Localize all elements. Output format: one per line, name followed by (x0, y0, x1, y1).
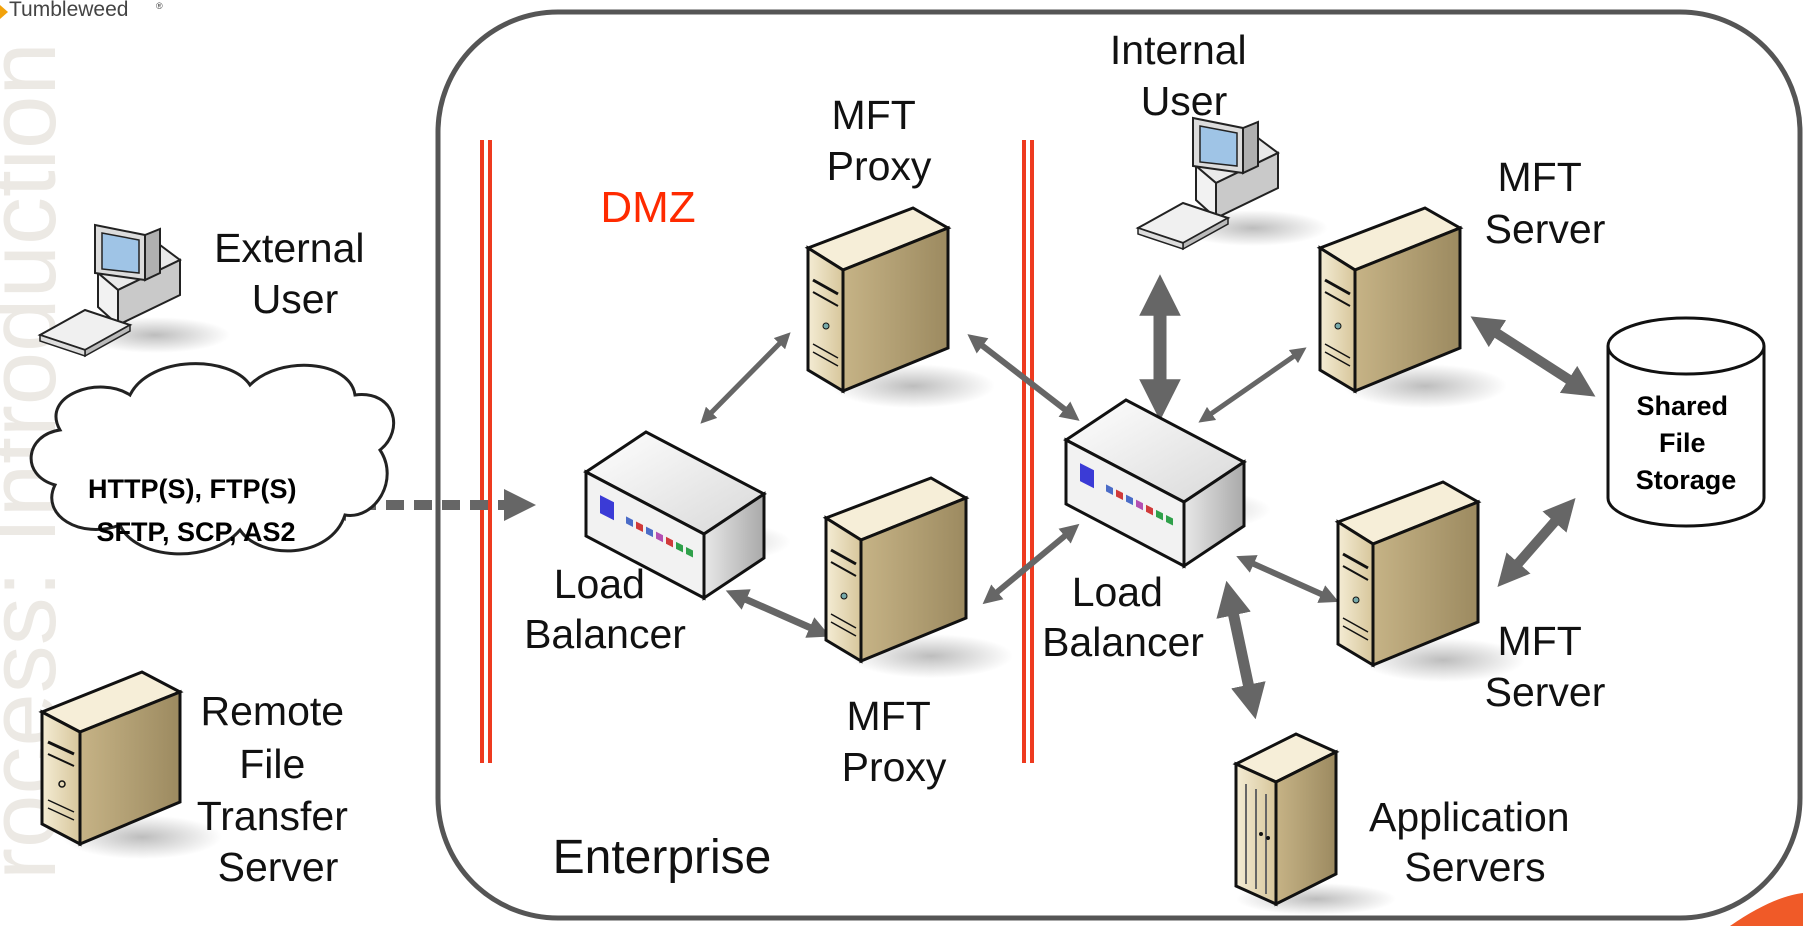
arrow-lb2-appservers (1216, 580, 1266, 720)
arrow-lb-proxy-top (700, 332, 791, 424)
enterprise-label: Enterprise (553, 831, 772, 884)
tumbleweed-logo: Tumbleweed ® (0, 0, 163, 21)
arrow-proxy-bottom-lb2 (982, 523, 1080, 605)
arrow-server-top-storage (1470, 316, 1596, 397)
load-balancer-left-icon (583, 430, 791, 601)
dmz-label: DMZ (600, 183, 695, 232)
arrow-server-bottom-storage (1497, 497, 1576, 588)
mft-server-top-label: MFT Server (1485, 154, 1606, 252)
enterprise-boundary (435, 9, 1803, 921)
load-balancer-right-icon (1063, 398, 1271, 569)
load-balancer-left-label: Load Balancer (524, 561, 686, 657)
external-user-label: External User (214, 225, 376, 322)
computer-icon (37, 223, 230, 358)
load-balancer-right-label: Load Balancer (1042, 569, 1204, 665)
mft-proxy-top-server-icon (804, 206, 995, 408)
internal-user-label: Internal User (1110, 27, 1258, 124)
mft-proxy-bottom-label: MFT Proxy (842, 693, 947, 790)
remote-server-label: Remote File Transfer Server (197, 688, 360, 890)
mft-server-bottom-label: MFT Server (1485, 618, 1606, 715)
arrow-lb-proxy-bottom (725, 589, 831, 638)
arrow-proxy-top-lb2 (967, 334, 1080, 421)
shared-storage-label: Shared File Storage (1636, 391, 1737, 495)
logo-chevron-icon (0, 5, 8, 19)
corner-swoosh (1730, 893, 1803, 926)
server-icon (38, 670, 222, 859)
storage-cylinder-icon (1606, 316, 1766, 528)
cloud-icon (29, 362, 396, 556)
rack-server-icon (1232, 732, 1396, 915)
internal-user-computer-icon (1135, 116, 1328, 251)
mft-server-bottom-icon (1334, 480, 1525, 682)
logo-registered-mark: ® (156, 1, 163, 11)
app-servers-label: Application Servers (1369, 794, 1581, 890)
firewall-right (1022, 140, 1034, 763)
logo-text: Tumbleweed (9, 0, 128, 21)
protocols-label: HTTP(S), FTP(S) SFTP, SCP, AS2 (88, 474, 304, 547)
mft-server-top-icon (1316, 206, 1507, 408)
mft-proxy-top-label: MFT Proxy (827, 92, 932, 189)
mft-proxy-bottom-server-icon (822, 476, 1013, 678)
arrow-lb2-server-bottom (1236, 555, 1339, 603)
firewall-left (480, 140, 492, 763)
arrow-lb2-server-top (1198, 347, 1307, 423)
